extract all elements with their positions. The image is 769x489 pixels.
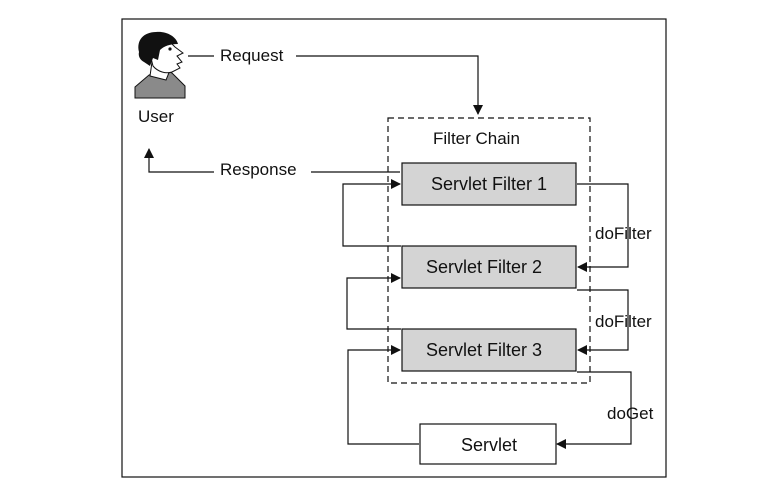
servlet-label: Servlet [461,435,517,455]
doget-label: doGet [607,404,654,423]
return-servlet-to-3-arrow [347,345,419,445]
servlet-filter-2-box: Servlet Filter 2 [401,245,577,289]
servlet-filter-3-label: Servlet Filter 3 [426,340,542,360]
servlet-box: Servlet [419,423,557,465]
diagram-frame [121,18,667,478]
request-label: Request [220,46,284,65]
servlet-filter-3-box: Servlet Filter 3 [401,328,577,372]
return-2-to-1-arrow [342,179,401,247]
dofilter-1-label: doFilter [595,224,652,243]
servlet-filter-2-label: Servlet Filter 2 [426,257,542,277]
servlet-filter-1-box: Servlet Filter 1 [401,162,577,206]
response-label: Response [220,160,297,179]
response-arrow [144,148,214,173]
dofilter-2-label: doFilter [595,312,652,331]
servlet-filter-1-label: Servlet Filter 1 [431,174,547,194]
return-3-to-2-arrow [346,273,401,330]
user-label: User [138,107,174,126]
filter-chain-title: Filter Chain [433,129,520,148]
user-head-icon [134,31,186,99]
request-arrow [296,55,483,115]
filter-chain-container [387,117,591,384]
doget-arrow [556,371,632,449]
dofilter-2-arrow [577,289,629,355]
dofilter-1-arrow [577,183,629,272]
